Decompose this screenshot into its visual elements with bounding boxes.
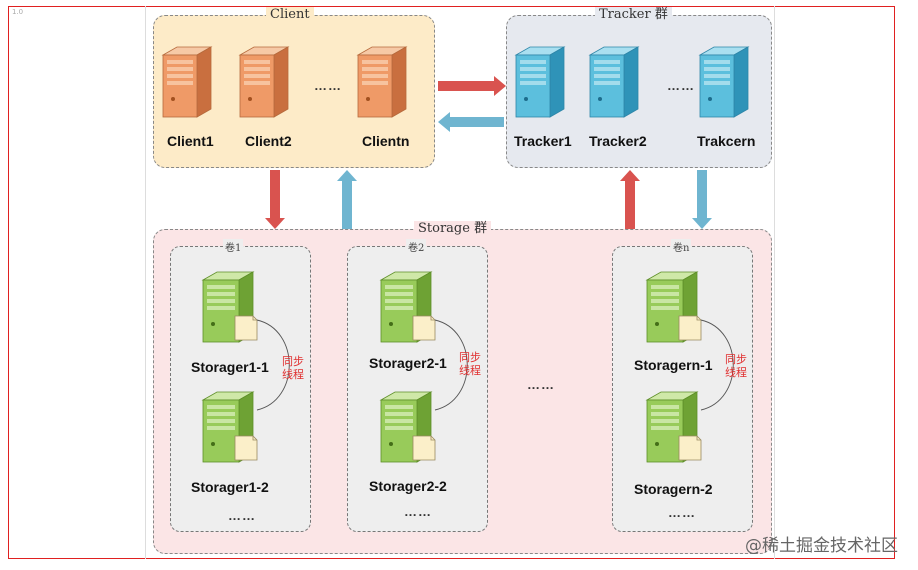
storagern-2-server-icon (646, 391, 702, 463)
client2-server-icon (239, 46, 289, 118)
arrow-storage-to-tracker (620, 170, 640, 229)
sync-curve-vol1 (256, 319, 290, 411)
sync-label-vol1-line1: 同步 (282, 356, 304, 368)
sync-label-vol1: 同步 线程 (280, 356, 306, 382)
storagern-1-server-icon (646, 271, 702, 343)
client1-label: Client1 (167, 133, 214, 149)
volume-2-title: 卷2 (406, 239, 427, 254)
storager1-1-server-icon (202, 271, 258, 343)
arrow-client-to-storage (265, 170, 285, 229)
tracker1-label: Tracker1 (514, 133, 572, 149)
arrow-tracker-to-storage (692, 170, 712, 229)
sync-label-voln: 同步 线程 (723, 354, 749, 380)
clientn-server-icon (357, 46, 407, 118)
clientn-label: Clientn (362, 133, 410, 149)
client1-server-icon (162, 46, 212, 118)
storage-group-title: Storage 群 (414, 221, 492, 237)
storager2-2-label: Storager2-2 (369, 478, 447, 494)
trackern-server-icon (699, 46, 749, 118)
tracker-group-title: Tracker 群 (595, 7, 672, 23)
arrow-tracker-to-client (438, 112, 504, 132)
volume-2-more: …… (404, 504, 432, 519)
tracker-ellipsis: …… (667, 78, 695, 93)
corner-mark: 1.0 (12, 8, 24, 16)
storager2-1-server-icon (380, 271, 436, 343)
sync-label-vol2-line2: 线程 (459, 365, 481, 377)
storagern-1-label: Storagern-1 (634, 357, 713, 373)
storager2-2-server-icon (380, 391, 436, 463)
volume-1-more: …… (228, 508, 256, 523)
outer-frame (8, 6, 895, 559)
watermark: @稀土掘金技术社区 (745, 536, 898, 556)
tracker2-server-icon (589, 46, 639, 118)
storager1-2-server-icon (202, 391, 258, 463)
client2-label: Client2 (245, 133, 292, 149)
between-volumes-ellipsis: …… (527, 377, 555, 392)
sync-curve-vol2 (434, 319, 468, 411)
diagram-canvas (145, 6, 775, 559)
client-group-title: Client (266, 7, 314, 23)
sync-label-vol2-line1: 同步 (459, 352, 481, 364)
storagern-2-label: Storagern-2 (634, 481, 713, 497)
sync-label-voln-line1: 同步 (725, 354, 747, 366)
tracker2-label: Tracker2 (589, 133, 647, 149)
storager2-1-label: Storager2-1 (369, 355, 447, 371)
sync-label-vol2: 同步 线程 (457, 352, 483, 378)
volume-n-title: 卷n (671, 239, 692, 254)
arrow-storage-to-client (337, 170, 357, 229)
volume-1-title: 卷1 (223, 239, 244, 254)
sync-label-vol1-line2: 线程 (282, 369, 304, 381)
tracker1-server-icon (515, 46, 565, 118)
sync-curve-voln (700, 319, 734, 411)
volume-n-more: …… (668, 505, 696, 520)
arrow-client-to-tracker (438, 76, 506, 96)
sync-label-voln-line2: 线程 (725, 367, 747, 379)
trackern-label: Trakcern (697, 133, 756, 149)
storager1-2-label: Storager1-2 (191, 479, 269, 495)
client-ellipsis: …… (314, 78, 342, 93)
storager1-1-label: Storager1-1 (191, 359, 269, 375)
